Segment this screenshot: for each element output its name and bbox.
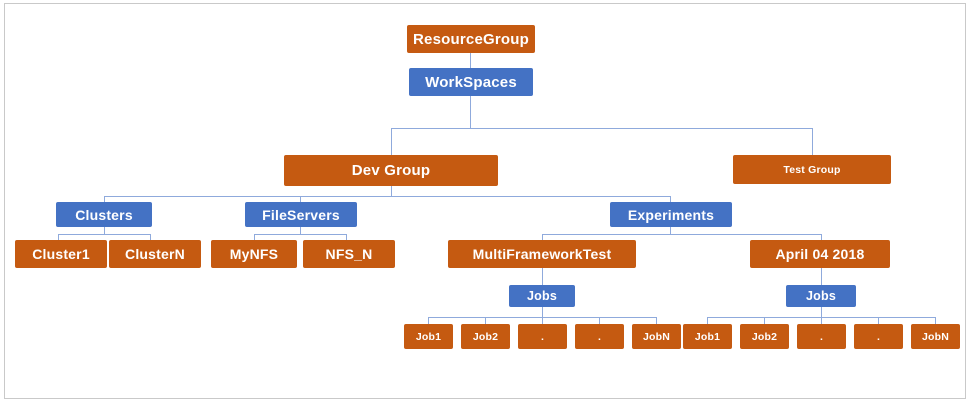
node-clusters[interactable]: Clusters bbox=[56, 202, 152, 227]
diagram-stage: ResourceGroup WorkSpaces Dev Group Test … bbox=[5, 4, 965, 398]
job-leaf[interactable]: Job2 bbox=[461, 324, 510, 349]
node-test-group[interactable]: Test Group bbox=[733, 155, 891, 184]
connector-bus-to-experiments bbox=[670, 196, 671, 203]
node-workspaces[interactable]: WorkSpaces bbox=[409, 68, 533, 96]
job-leaf[interactable]: . bbox=[518, 324, 567, 349]
connector-bus-groups bbox=[391, 128, 813, 129]
connector-clusters-down bbox=[104, 226, 105, 234]
connector-bus-to-april bbox=[821, 234, 822, 241]
connector-bus-to-fileservers bbox=[300, 196, 301, 203]
connector-bus-clusterchildren bbox=[58, 234, 150, 235]
job-leaf[interactable]: JobN bbox=[632, 324, 681, 349]
node-multiframeworktest[interactable]: MultiFrameworkTest bbox=[448, 240, 636, 268]
connector-bus-to-right-job3 bbox=[821, 317, 822, 324]
job-leaf[interactable]: Job1 bbox=[683, 324, 732, 349]
connector-resourcegroup-workspaces bbox=[470, 52, 471, 69]
connector-bus-to-left-job5 bbox=[656, 317, 657, 324]
connector-jobsleft-down bbox=[542, 307, 543, 317]
job-leaf[interactable]: . bbox=[854, 324, 903, 349]
node-fileservers[interactable]: FileServers bbox=[245, 202, 357, 227]
connector-bus-to-right-job4 bbox=[878, 317, 879, 324]
connector-fileservers-down bbox=[300, 226, 301, 234]
connector-bus-fschildren bbox=[254, 234, 346, 235]
node-clusterN[interactable]: ClusterN bbox=[109, 240, 201, 268]
connector-bus-to-nfsn bbox=[346, 234, 347, 241]
connector-bus-to-clusters bbox=[104, 196, 105, 203]
connector-bus-to-mynfs bbox=[254, 234, 255, 241]
connector-multiframework-jobs bbox=[542, 268, 543, 285]
node-mynfs[interactable]: MyNFS bbox=[211, 240, 297, 268]
connector-bus-to-cluster1 bbox=[58, 234, 59, 241]
connector-bus-to-devgroup bbox=[391, 128, 392, 155]
connector-bus-to-left-job1 bbox=[428, 317, 429, 324]
node-april-04-2018[interactable]: April 04 2018 bbox=[750, 240, 890, 268]
node-experiments[interactable]: Experiments bbox=[610, 202, 732, 227]
connector-april-jobs bbox=[821, 268, 822, 285]
node-nfs-n[interactable]: NFS_N bbox=[303, 240, 395, 268]
connector-bus-to-left-job3 bbox=[542, 317, 543, 324]
job-leaf[interactable]: JobN bbox=[911, 324, 960, 349]
connector-bus-to-testgroup bbox=[812, 128, 813, 155]
job-leaf[interactable]: Job2 bbox=[740, 324, 789, 349]
node-jobs-right[interactable]: Jobs bbox=[786, 285, 856, 307]
connector-bus-to-clusterN bbox=[150, 234, 151, 241]
node-resourcegroup[interactable]: ResourceGroup bbox=[407, 25, 535, 53]
connector-bus-to-right-job1 bbox=[707, 317, 708, 324]
connector-workspaces-down bbox=[470, 95, 471, 128]
node-cluster1[interactable]: Cluster1 bbox=[15, 240, 107, 268]
connector-bus-expchildren bbox=[542, 234, 821, 235]
connector-jobsright-down bbox=[821, 307, 822, 317]
connector-bus-to-left-job2 bbox=[485, 317, 486, 324]
connector-bus-to-left-job4 bbox=[599, 317, 600, 324]
connector-bus-to-right-job5 bbox=[935, 317, 936, 324]
connector-bus-to-right-job2 bbox=[764, 317, 765, 324]
node-dev-group[interactable]: Dev Group bbox=[284, 155, 498, 186]
diagram-canvas: ResourceGroup WorkSpaces Dev Group Test … bbox=[4, 3, 966, 399]
job-leaf[interactable]: . bbox=[797, 324, 846, 349]
connector-experiments-down bbox=[670, 226, 671, 234]
job-leaf[interactable]: . bbox=[575, 324, 624, 349]
connector-bus-devchildren bbox=[104, 196, 671, 197]
connector-bus-to-multiframework bbox=[542, 234, 543, 241]
node-jobs-left[interactable]: Jobs bbox=[509, 285, 575, 307]
job-leaf[interactable]: Job1 bbox=[404, 324, 453, 349]
connector-devgroup-down bbox=[391, 186, 392, 196]
